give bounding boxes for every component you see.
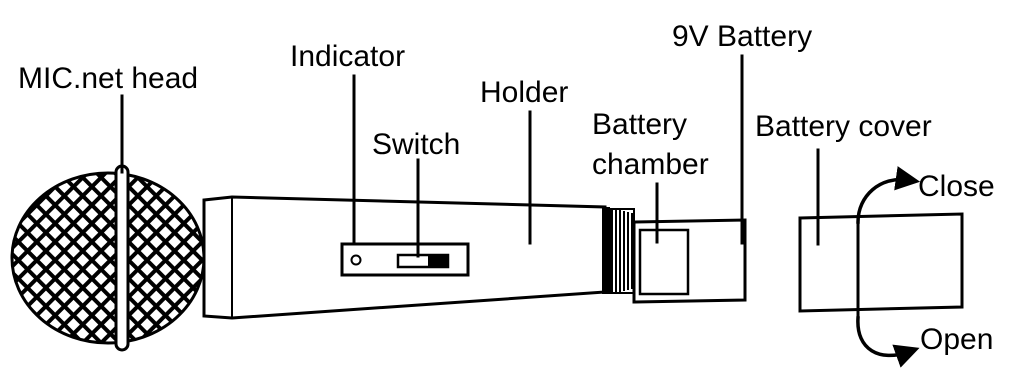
control-panel — [340, 242, 470, 277]
label-battery-chamber-line1: Battery — [592, 108, 687, 141]
battery-cover — [798, 212, 964, 313]
label-mic-head: MIC.net head — [18, 62, 198, 95]
label-9v-battery: 9V Battery — [672, 20, 812, 53]
open-arrow-icon — [856, 316, 920, 368]
leader-lines — [120, 54, 820, 258]
label-battery-chamber-line2: chamber — [592, 148, 709, 181]
label-switch: Switch — [372, 128, 460, 161]
battery-chamber-tube — [632, 218, 747, 304]
mic-net-head — [10, 164, 206, 352]
label-close: Close — [918, 170, 995, 203]
label-open: Open — [920, 323, 993, 356]
label-holder: Holder — [480, 76, 568, 109]
label-indicator: Indicator — [290, 40, 405, 73]
close-arrow-icon — [856, 166, 921, 224]
rotation-arrows — [856, 166, 921, 368]
label-battery-cover: Battery cover — [755, 110, 932, 143]
thread-collar — [602, 207, 635, 294]
